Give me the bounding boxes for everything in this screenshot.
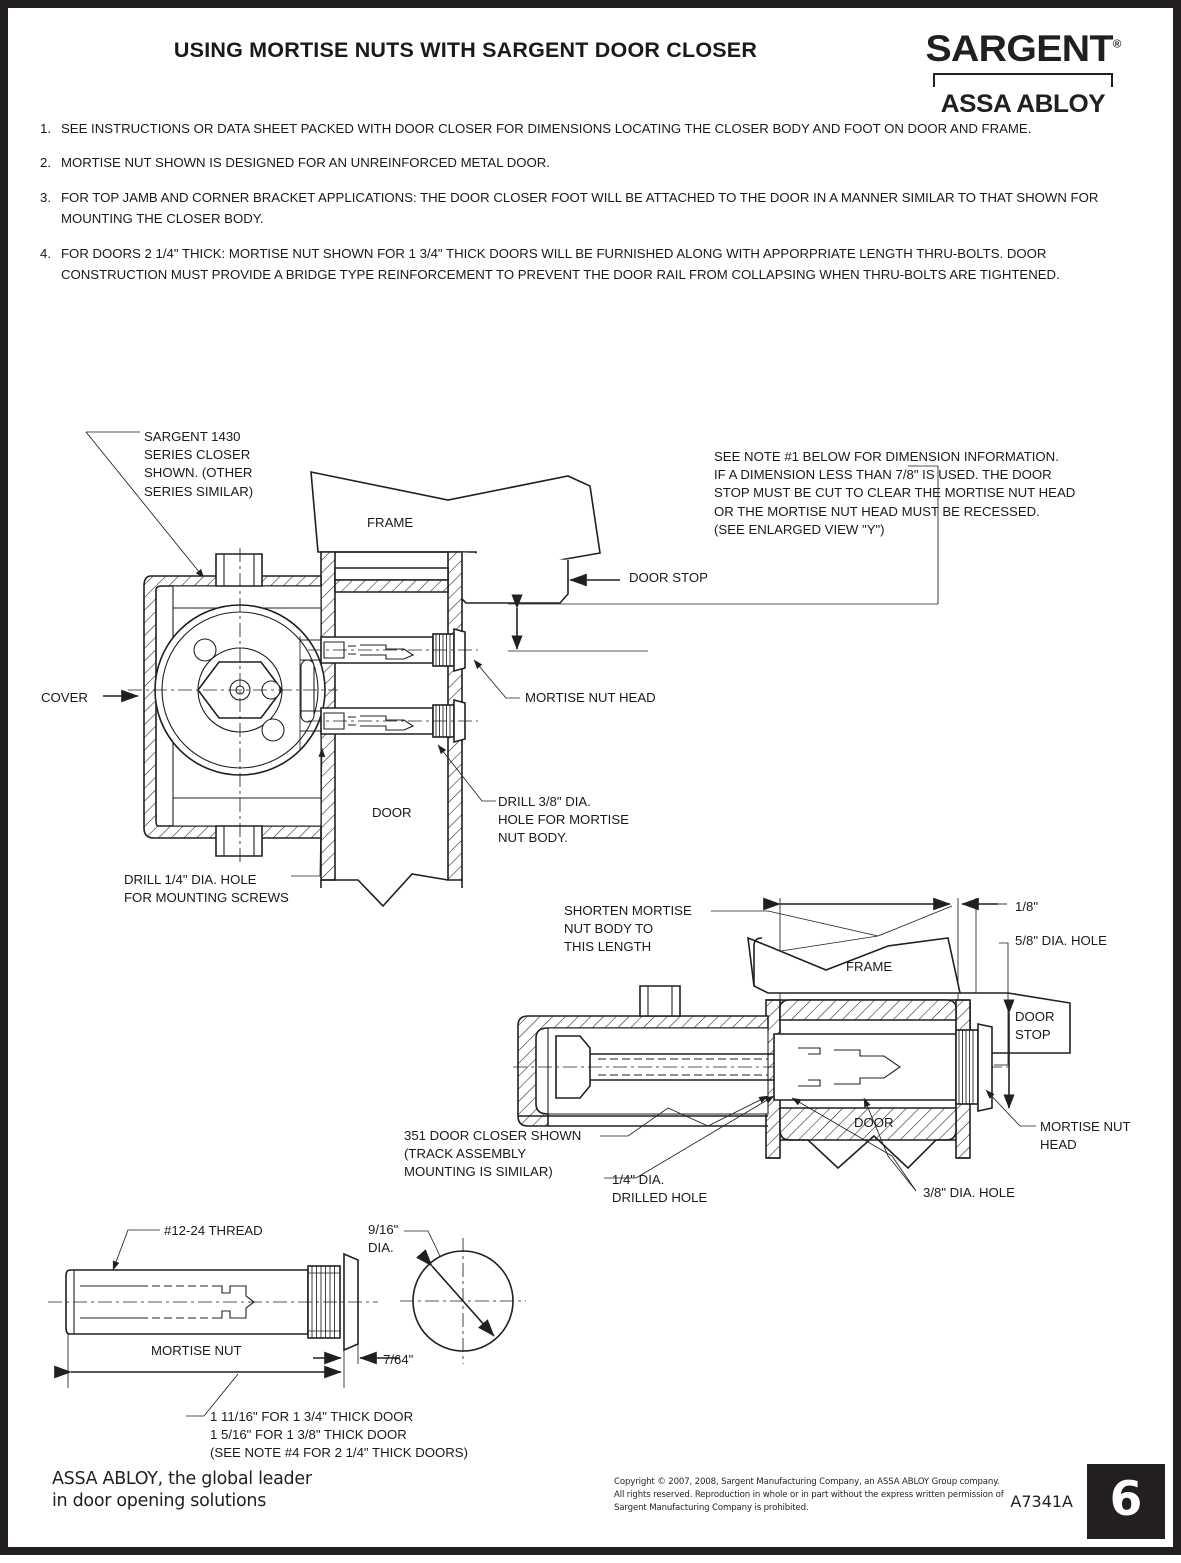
note-text: SEE INSTRUCTIONS OR DATA SHEET PACKED WI…	[61, 121, 1032, 136]
leader-shorten-nut	[711, 905, 953, 954]
label-frame-fig1: FRAME	[367, 515, 414, 530]
mortise-nut-end-view	[400, 1230, 526, 1364]
note-item: 3. FOR TOP JAMB AND CORNER BRACKET APPLI…	[40, 187, 1115, 230]
callout-closer-series: SARGENT 1430 SERIES CLOSER SHOWN. (OTHER…	[144, 429, 254, 499]
label-mortise-nut: MORTISE NUT	[151, 1343, 242, 1358]
dim-5-8-hole: 5/8" DIA. HOLE	[1015, 933, 1107, 948]
note-item: 2. MORTISE NUT SHOWN IS DESIGNED FOR AN …	[40, 152, 1115, 173]
page-number-badge: 6	[1087, 1464, 1165, 1539]
note-number: 4.	[40, 245, 51, 261]
figure-1-drawing	[85, 431, 939, 908]
footer-doc-code: A7341A	[1010, 1492, 1073, 1511]
dimension-frame-width	[763, 897, 1007, 1013]
label-frame-fig2: FRAME	[846, 959, 893, 974]
leader-thread	[112, 1229, 160, 1271]
callout-351-closer: 351 DOOR CLOSER SHOWN (TRACK ASSEMBLY MO…	[404, 1128, 582, 1180]
label-door-fig2: DOOR	[854, 1115, 894, 1130]
dim-1-8: 1/8"	[1015, 899, 1039, 914]
closer-body	[128, 548, 338, 864]
leader-closer-callout	[85, 431, 205, 579]
leader-mortise-nut-head-fig2	[985, 1089, 1036, 1127]
frame-profile-fig2	[747, 936, 961, 994]
label-door-stop-fig2: DOOR STOP	[1015, 1009, 1055, 1043]
leader-14-hole-fig2	[604, 1095, 775, 1179]
sargent-wordmark-text: SARGENT	[925, 28, 1113, 69]
dimension-stop-to-nut-head	[508, 465, 939, 652]
assa-abloy-wordmark: ASSA ABLOY	[940, 90, 1106, 118]
figure-2-drawing	[513, 897, 1071, 1192]
registered-trademark-icon: ®	[1112, 38, 1122, 51]
leader-351-closer	[600, 1095, 769, 1137]
note-item: 1. SEE INSTRUCTIONS OR DATA SHEET PACKED…	[40, 118, 1115, 139]
note-text: FOR TOP JAMB AND CORNER BRACKET APPLICAT…	[61, 189, 1099, 227]
note-text: FOR DOORS 2 1/4" THICK: MORTISE NUT SHOW…	[61, 245, 1060, 282]
label-mortise-nut-head-fig2: MORTISE NUT HEAD	[1040, 1119, 1131, 1153]
footer-copyright: Copyright © 2007, 2008, Sargent Manufact…	[614, 1476, 1004, 1513]
note-item: 4. FOR DOORS 2 1/4" THICK: MORTISE NUT S…	[40, 243, 1115, 286]
callout-see-note-1: SEE NOTE #1 BELOW FOR DIMENSION INFORMAT…	[714, 449, 1076, 537]
label-door-stop-fig1: DOOR STOP	[629, 570, 708, 585]
door-section-fig2	[765, 999, 971, 1170]
dim-head-thickness: 7/64"	[383, 1352, 414, 1367]
sargent-wordmark: SARGENT®	[925, 28, 1122, 69]
note-number: 1.	[40, 121, 51, 136]
dim-head-diameter: 9/16" DIA.	[368, 1222, 399, 1256]
page-footer: ASSA ABLOY, the global leader in door op…	[16, 1464, 1165, 1539]
footer-tagline: ASSA ABLOY, the global leader in door op…	[52, 1468, 312, 1512]
note-text: MORTISE NUT SHOWN IS DESIGNED FOR AN UNR…	[61, 155, 550, 171]
callout-14-drilled-hole: 1/4" DIA. DRILLED HOLE	[612, 1172, 708, 1206]
leader-drill-38	[437, 744, 496, 802]
leader-drill-14	[291, 747, 326, 877]
callout-drill-14: DRILL 1/4" DIA. HOLE FOR MOUNTING SCREWS	[124, 872, 289, 906]
figure-3-drawing	[48, 1229, 526, 1417]
callout-shorten-nut: SHORTEN MORTISE NUT BODY TO THIS LENGTH	[564, 903, 692, 955]
label-cover: COVER	[41, 690, 88, 705]
mortise-nut-upper	[300, 627, 478, 673]
label-thread: #12-24 THREAD	[164, 1223, 263, 1238]
notes-list: 1. SEE INSTRUCTIONS OR DATA SHEET PACKED…	[40, 118, 1115, 298]
leader-38-hole	[791, 1097, 917, 1192]
mortise-nut-body	[48, 1252, 378, 1352]
dim-nut-lengths: 1 11/16" FOR 1 3/4" THICK DOOR 1 5/16" F…	[210, 1409, 468, 1461]
leader-mortise-nut-head	[473, 659, 520, 699]
callout-drill-38: DRILL 3/8" DIA. HOLE FOR MORTISE NUT BOD…	[498, 794, 629, 846]
mortise-nut-lower	[300, 698, 478, 744]
closer-body-fig2	[513, 985, 1008, 1127]
label-door-fig1: DOOR	[372, 805, 412, 820]
brand-logo: SARGENT® ASSA ABLOY	[923, 30, 1123, 119]
page-title: USING MORTISE NUTS WITH SARGENT DOOR CLO…	[173, 38, 758, 62]
dim-3-8-hole: 3/8" DIA. HOLE	[923, 1185, 1015, 1200]
mortise-nut-fig2	[773, 1023, 993, 1112]
note-number: 2.	[40, 155, 51, 171]
dimension-nut-length	[54, 1334, 400, 1417]
note-number: 3.	[40, 189, 51, 205]
label-mortise-nut-head-fig1: MORTISE NUT HEAD	[525, 690, 656, 705]
